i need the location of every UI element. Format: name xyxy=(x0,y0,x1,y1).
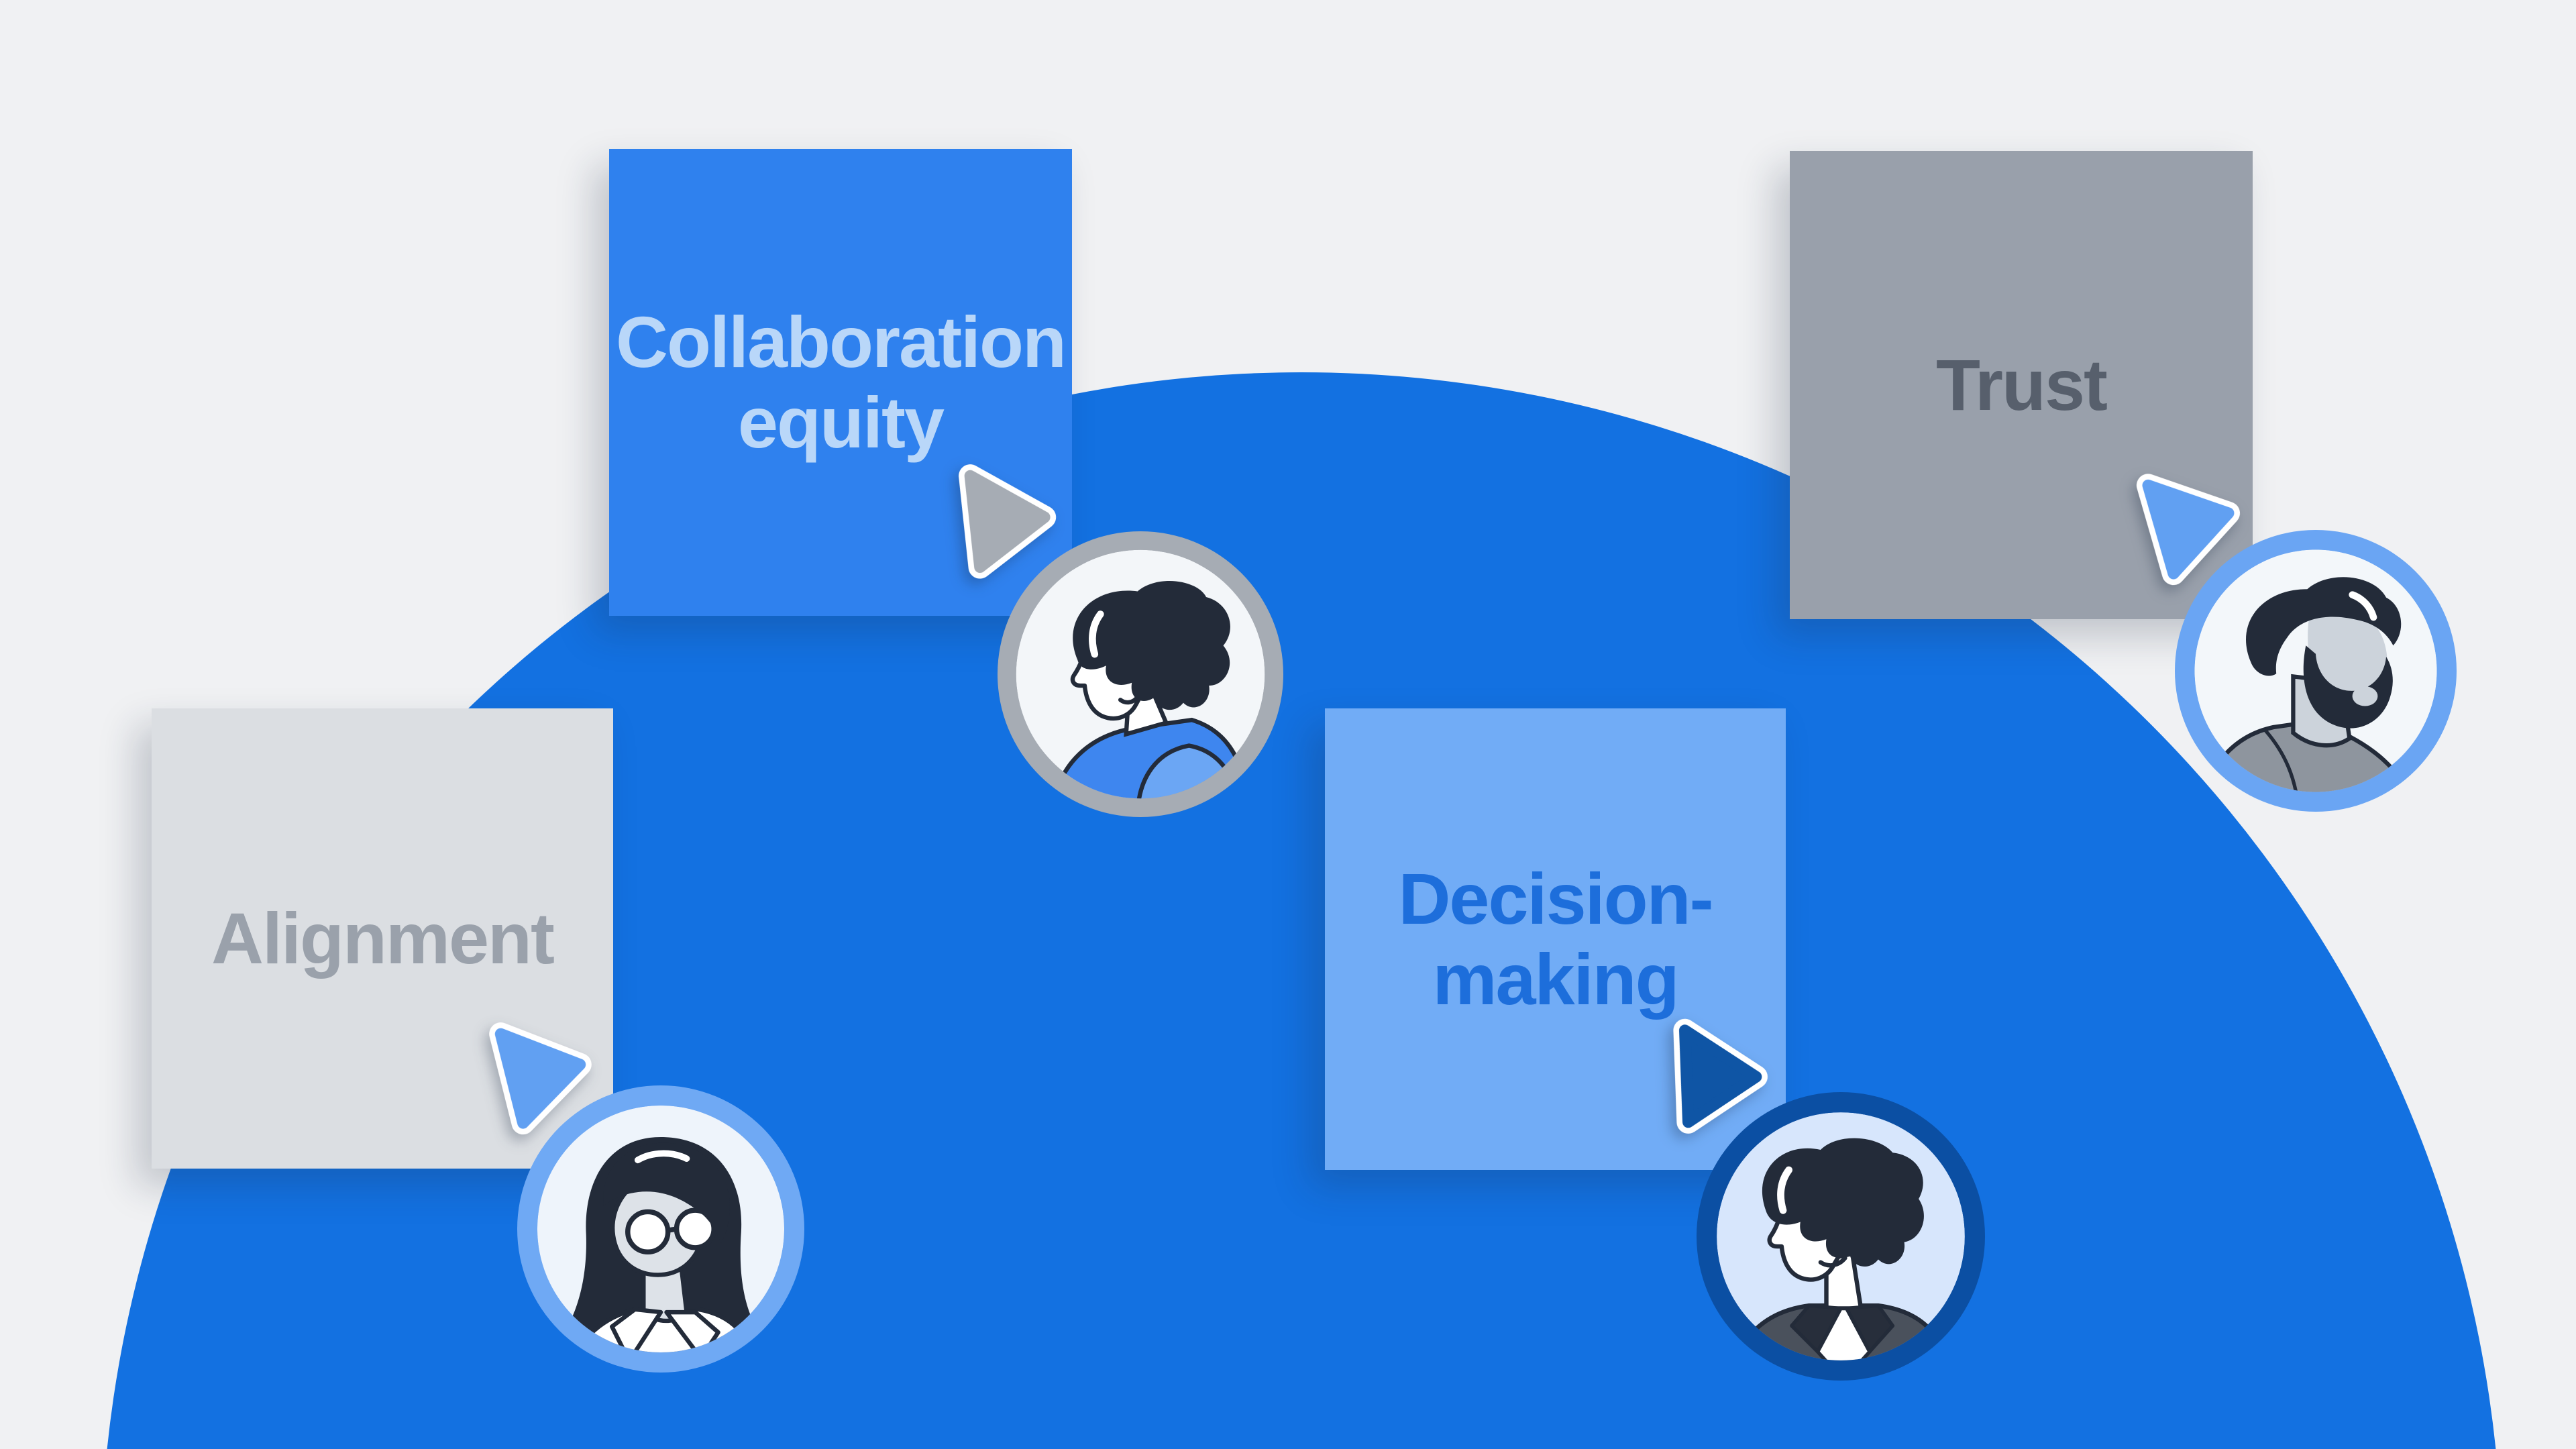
note-label-line: Collaboration xyxy=(616,301,1067,382)
avatar-woman-with-glasses xyxy=(517,1085,804,1373)
cursor-icon xyxy=(482,1019,602,1138)
avatar-man-side-profile xyxy=(998,531,1283,817)
sticky-note-alignment[interactable]: Alignment xyxy=(152,708,613,1169)
note-label-line: equity xyxy=(737,382,945,463)
note-label: Trust xyxy=(1935,344,2108,425)
cursor-icon xyxy=(941,462,1068,589)
note-label: Alignment xyxy=(211,898,555,979)
note-label-line: Alignment xyxy=(211,898,555,979)
cursor-icon xyxy=(2129,467,2253,590)
note-label-line: Decision- xyxy=(1398,858,1713,939)
note-label-line: making xyxy=(1432,938,1679,1020)
avatar-bearded-man xyxy=(2175,530,2457,812)
note-label-line: Trust xyxy=(1935,344,2108,425)
avatar-man-dark-shirt xyxy=(1697,1092,1985,1381)
cursor-icon xyxy=(1649,1016,1782,1149)
note-label: Collaboration equity xyxy=(616,301,1067,463)
note-label: Decision- making xyxy=(1398,858,1713,1020)
